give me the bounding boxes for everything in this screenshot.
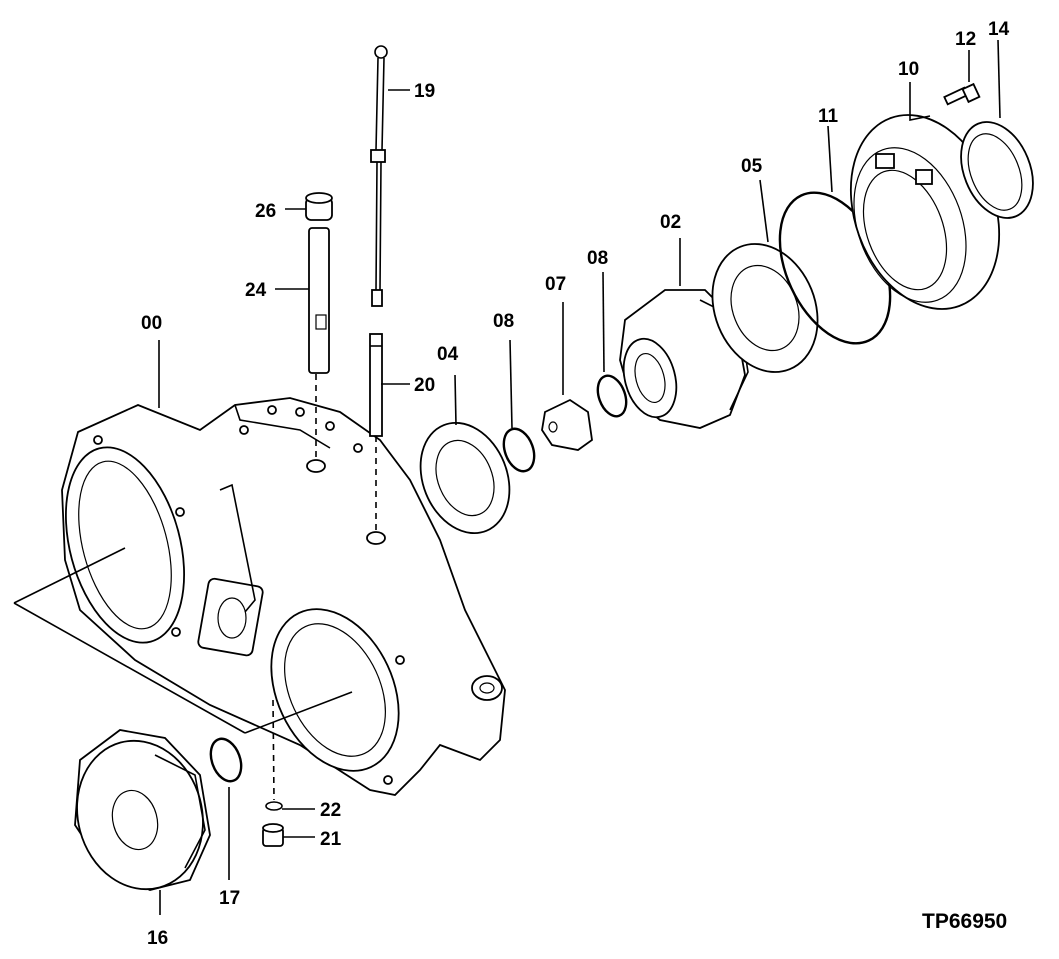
- leader-lines: [13, 39, 1001, 915]
- bolt: [943, 82, 981, 106]
- label-24: 24: [245, 280, 267, 301]
- label-05: 05: [741, 156, 763, 177]
- label-08-right: 08: [587, 248, 608, 269]
- label-19: 19: [414, 81, 435, 102]
- snap-ring-08-left: [502, 427, 536, 473]
- label-20: 20: [414, 375, 435, 396]
- callout-labels: 00 19 20 26 24 04 08 07 08 02 05 11 10 1…: [141, 19, 1010, 949]
- label-22: 22: [320, 800, 341, 821]
- snap-ring-08-right: [596, 374, 628, 418]
- dipstick: [370, 45, 388, 307]
- gear-housing: [61, 397, 506, 796]
- pipe: [308, 227, 330, 374]
- bearing-04: [419, 421, 511, 535]
- label-11: 11: [818, 106, 839, 127]
- cap: [305, 192, 333, 221]
- label-02: 02: [660, 212, 681, 233]
- label-10: 10: [898, 59, 919, 80]
- label-04: 04: [437, 344, 459, 365]
- gear-16: [74, 729, 211, 891]
- snap-ring-17: [209, 737, 243, 783]
- o-ring-small: [265, 801, 283, 811]
- seal: [960, 121, 1034, 219]
- label-08-left: 08: [493, 311, 514, 332]
- guide-tube: [369, 333, 383, 437]
- label-07: 07: [545, 274, 566, 295]
- label-17: 17: [219, 888, 240, 909]
- label-14: 14: [988, 19, 1010, 40]
- label-26: 26: [255, 201, 276, 222]
- plug: [262, 823, 284, 847]
- gear-02: [619, 289, 749, 429]
- label-12: 12: [955, 29, 976, 50]
- label-21: 21: [320, 829, 342, 850]
- label-00: 00: [141, 313, 162, 334]
- label-16: 16: [147, 928, 168, 949]
- gear-07: [541, 398, 593, 451]
- drawing-code: TP66950: [922, 910, 1007, 933]
